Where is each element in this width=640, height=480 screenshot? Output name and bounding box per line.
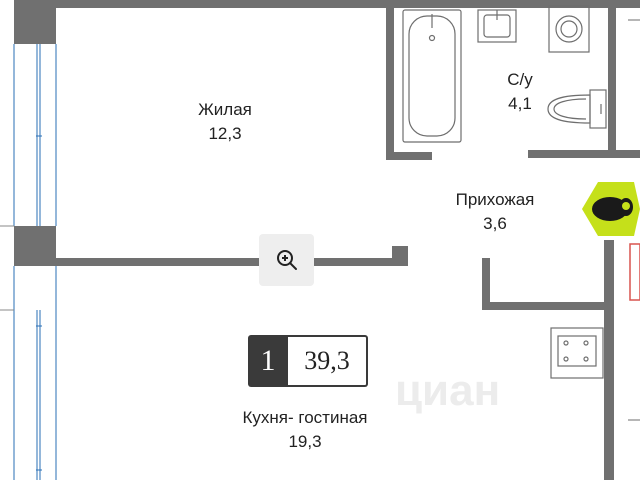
washing-machine xyxy=(548,5,590,53)
zoom-in-button[interactable] xyxy=(259,234,314,286)
bathroom-sink xyxy=(477,9,517,43)
room-hallway: Прихожая 3,6 xyxy=(430,188,560,236)
room-hallway-name: Прихожая xyxy=(455,190,535,209)
watermark-logo: циан xyxy=(395,366,500,415)
wall-left-top xyxy=(14,0,56,44)
wall-bath-bottom-left xyxy=(386,152,432,160)
toilet xyxy=(547,89,607,129)
room-bathroom: С/у 4,1 xyxy=(480,68,560,116)
wall-hall-corner xyxy=(482,258,490,310)
room-count: 1 xyxy=(248,335,288,387)
wall-partition-bath-left xyxy=(386,8,394,160)
room-bathroom-name: С/у xyxy=(507,70,533,89)
room-living: Жилая 12,3 xyxy=(175,98,275,146)
entrance-marker xyxy=(582,182,640,236)
room-kitchen-name: Кухня- гостиная xyxy=(242,408,368,427)
room-kitchen: Кухня- гостиная 19,3 xyxy=(200,406,410,454)
window-left-top xyxy=(13,44,57,226)
wall-partition-end xyxy=(392,246,408,266)
apartment-badge: 1 39,3 xyxy=(248,335,368,387)
right-fixture-red xyxy=(629,243,640,301)
zoom-in-icon xyxy=(276,250,297,270)
window-left-bottom xyxy=(13,266,57,480)
total-area: 39,3 xyxy=(288,335,368,387)
wall-bath-bottom-right xyxy=(528,150,640,158)
kitchen-stove xyxy=(550,327,604,379)
bathtub xyxy=(402,9,462,143)
room-bathroom-area: 4,1 xyxy=(508,94,532,113)
wall-partition-living-kitchen xyxy=(56,258,408,266)
wall-right-lower xyxy=(604,240,614,480)
wall-top xyxy=(45,0,640,8)
room-kitchen-area: 19,3 xyxy=(288,432,322,451)
wall-bath-right xyxy=(608,8,616,158)
wall-hall-bottom xyxy=(482,302,610,310)
room-living-area: 12,3 xyxy=(208,124,242,143)
room-living-name: Жилая xyxy=(198,100,252,119)
wall-left-mid xyxy=(14,226,56,266)
room-hallway-area: 3,6 xyxy=(483,214,507,233)
